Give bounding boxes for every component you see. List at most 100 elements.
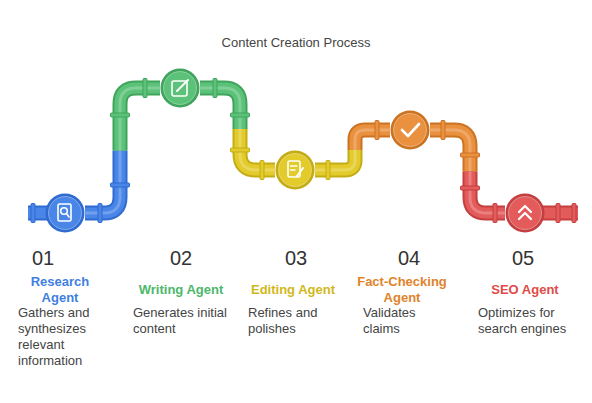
seo-icon	[519, 206, 531, 219]
step-number: 05	[498, 247, 548, 269]
pipe-flange	[441, 121, 445, 140]
agent-name: SEO Agent	[475, 273, 575, 307]
pipe-body	[315, 150, 355, 170]
step-circle	[275, 150, 315, 190]
circle-ring	[161, 69, 200, 108]
step-number: 04	[384, 247, 434, 269]
pipe-flange	[375, 121, 379, 140]
research-icon	[58, 204, 71, 221]
agent-step: 05SEO AgentOptimizes for search engines	[505, 193, 545, 233]
document-symbol	[288, 161, 300, 177]
pipe-flange	[111, 183, 130, 187]
pipe-rim	[85, 151, 120, 214]
agent-name: Editing Agent	[243, 273, 343, 307]
agent-description: Generates initial content	[133, 305, 228, 337]
step-circle	[160, 68, 200, 108]
agent-name: Fact-Checking Agent	[350, 273, 454, 307]
check-icon	[402, 124, 419, 136]
circle-face	[164, 72, 197, 105]
pipe-highlight	[315, 150, 355, 170]
pipe-flange	[98, 204, 102, 223]
text-line-symbol	[291, 169, 296, 170]
chevron-symbol	[519, 206, 531, 212]
agent-step: 04Fact-Checking AgentValidates claims	[390, 110, 430, 150]
pipe-connector	[200, 88, 275, 170]
agent-name: Research Agent	[20, 273, 100, 307]
document-symbol	[58, 204, 71, 221]
circle-face	[509, 197, 542, 230]
pipe-body	[85, 151, 120, 214]
agent-description: Refines and polishes	[248, 305, 343, 337]
pipe-body	[200, 88, 240, 129]
pipe-body	[430, 130, 470, 172]
circle-ring	[506, 194, 545, 233]
agent-step: 02Writing AgentGenerates initial content	[160, 68, 200, 108]
pipe-highlight	[85, 151, 120, 214]
agent-name: Writing Agent	[131, 273, 231, 307]
connector-layer	[85, 88, 505, 213]
magnifier-symbol	[61, 208, 68, 215]
circle-face	[394, 114, 427, 147]
writing-icon	[172, 80, 188, 96]
pipe-flange	[260, 161, 264, 180]
pipe-connector	[85, 88, 160, 213]
circle-face	[279, 154, 312, 187]
step-number: 03	[271, 247, 321, 269]
step-number: 02	[156, 247, 206, 269]
pipe-flange	[231, 148, 250, 152]
pipe-rim	[315, 150, 355, 170]
circle-ring	[391, 111, 430, 150]
pencil-symbol	[297, 168, 303, 176]
circle-face	[49, 197, 82, 230]
agent-step: 03Editing AgentRefines and polishes	[275, 150, 315, 190]
pipe-flange	[572, 204, 576, 223]
pipe-highlight	[470, 172, 505, 214]
circle-ring	[276, 151, 315, 190]
pipe-body	[355, 130, 390, 150]
pipe-flange	[461, 186, 480, 190]
pipe-rim	[470, 172, 505, 214]
step-circle	[45, 193, 85, 233]
pipe-rim	[200, 88, 240, 129]
circle-ring	[46, 194, 85, 233]
pipe-flange	[556, 204, 560, 223]
pipe-flanges	[31, 79, 576, 223]
pipe-flange	[143, 79, 147, 98]
pipe-body	[120, 88, 160, 151]
text-line-symbol	[291, 165, 298, 166]
step-number: 01	[18, 247, 68, 269]
agent-description: Optimizes for search engines	[478, 305, 583, 337]
pipe-rim	[120, 88, 160, 151]
pipe-flange	[326, 161, 330, 180]
pipe-flange	[31, 204, 35, 223]
pipe-flange	[493, 204, 497, 223]
chevron-symbol	[519, 213, 531, 219]
pipe-connector	[430, 130, 505, 213]
pipe-highlight	[200, 88, 240, 129]
checkmark-symbol	[402, 124, 419, 136]
diagram-title: Content Creation Process	[146, 35, 446, 50]
pipe-rim	[355, 130, 390, 150]
page-symbol	[172, 81, 187, 96]
pipe-flange	[213, 79, 217, 98]
pen-symbol	[177, 80, 188, 91]
step-circle	[505, 193, 545, 233]
magnifier-handle	[67, 214, 70, 218]
agent-description: Gathers and synthesizes relevant informa…	[18, 305, 110, 369]
pipe-flange	[461, 153, 480, 157]
step-circle	[390, 110, 430, 150]
pipe-highlight	[430, 130, 470, 172]
title-holder: Content Creation Process	[146, 35, 446, 50]
pipe-body	[470, 172, 505, 214]
pipe-highlight	[120, 88, 160, 151]
pipe-flange	[111, 113, 130, 117]
pipe-flange	[231, 113, 250, 117]
pipe-rim	[430, 130, 470, 172]
pipe-highlight	[355, 130, 390, 150]
editing-icon	[288, 161, 303, 177]
agent-description: Validates claims	[363, 305, 443, 337]
agent-step: 01Research AgentGathers and synthesizes …	[45, 193, 85, 233]
